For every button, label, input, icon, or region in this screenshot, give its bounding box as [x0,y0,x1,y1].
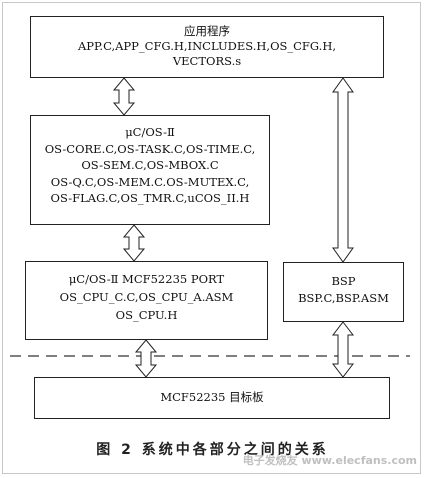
arrow-ucos-port [122,224,146,262]
ucos-port-files-line-1: OS_CPU_C.C,OS_CPU_A.ASM [59,290,234,304]
ucos-kernel-box: μC/OS-Ⅱ OS-CORE.C,OS-TASK.C,OS-TIME.C, O… [30,115,270,225]
application-box: 应用程序 APP.C,APP_CFG.H,INCLUDES.H,OS_CFG.H… [30,16,384,78]
bsp-box: BSP BSP.C,BSP.ASM [283,262,404,322]
bsp-title: BSP [331,274,356,288]
ucos-kernel-title: μC/OS-Ⅱ [125,125,175,139]
application-files-line-2: VECTORS.s [172,54,242,68]
arrow-bsp-board [331,321,355,378]
ucos-files-line-3: OS-Q.C,OS-MEM.C.OS-MUTEX.C, [50,174,250,189]
bsp-files-line-1: BSP.C,BSP.ASM [298,291,389,305]
ucos-files-line-2: OS-SEM.C,OS-MBOX.C [81,158,219,172]
ucos-files-line-1: OS-CORE.C,OS-TASK.C,OS-TIME.C, [44,141,256,156]
ucos-port-title: μC/OS-Ⅱ MCF52235 PORT [68,272,225,286]
application-title: 应用程序 [184,24,230,38]
target-board-title: MCF52235 目标板 [160,390,264,404]
ucos-files-line-4: OS-FLAG.C,OS_TMR.C,uCOS_II.H [50,191,250,205]
figure-frame [2,2,421,474]
ucos-port-files-line-2: OS_CPU.H [115,308,178,322]
arrow-app-ucos [112,77,136,116]
ucos-port-box: μC/OS-Ⅱ MCF52235 PORT OS_CPU_C.C,OS_CPU_… [25,261,268,340]
arrow-app-bsp [332,77,354,263]
target-board-box: MCF52235 目标板 [34,377,390,419]
application-files-line-1: APP.C,APP_CFG.H,INCLUDES.H,OS_CFG.H, [77,39,337,53]
arrow-port-board [134,339,158,378]
figure-caption: 图 2 系统中各部分之间的关系 [96,442,329,458]
watermark-logo: 电子发烧友 www.elecfans.com [242,454,417,467]
